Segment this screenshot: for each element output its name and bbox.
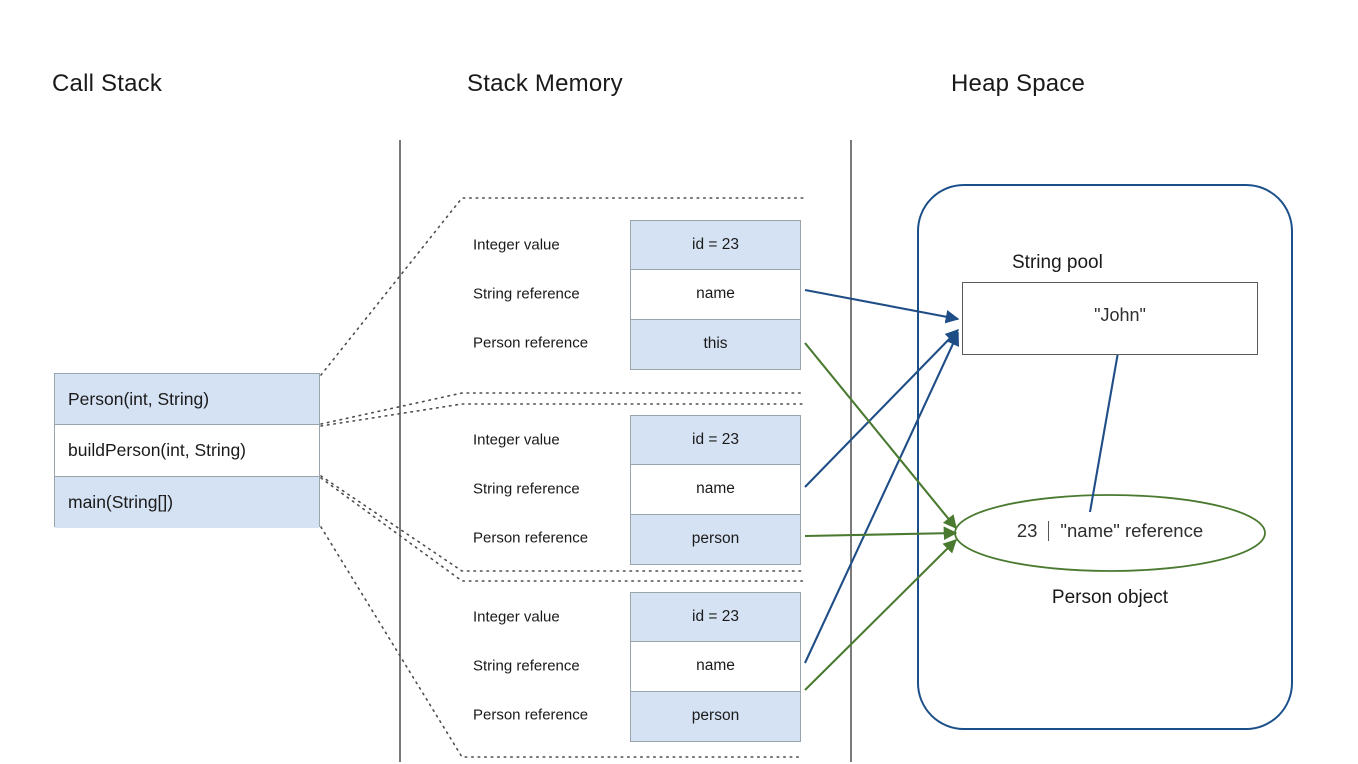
person-object-caption: Person object — [1051, 587, 1169, 608]
row-label-integer-value: Integer value — [473, 431, 560, 449]
stack-cell-column: id = 23 name person — [630, 592, 801, 742]
stack-cell-id[interactable]: id = 23 — [631, 221, 800, 271]
stack-cell-name[interactable]: name — [631, 465, 800, 515]
row-label-string-reference: String reference — [473, 657, 580, 675]
row-label-person-reference: Person reference — [473, 334, 589, 352]
stack-cell-this[interactable]: this — [631, 319, 800, 369]
row-label-integer-value: Integer value — [473, 608, 560, 626]
arrow-name-ref-frame3-to-string-pool — [804, 331, 960, 664]
stack-cell-column: id = 23 name person — [630, 415, 801, 565]
stack-cell-column: id = 23 name this — [630, 220, 801, 370]
arrow-name-ref-frame1-to-string-pool — [804, 288, 960, 324]
section-title-stack-memory: Stack Memory — [467, 70, 623, 97]
call-stack-frame-build-person[interactable]: buildPerson(int, String) — [55, 425, 319, 477]
field-separator — [1048, 521, 1050, 541]
row-label-person-reference: Person reference — [473, 706, 589, 724]
person-object-id-value: 23 — [1016, 520, 1038, 541]
stack-cell-name[interactable]: name — [631, 642, 800, 692]
stack-frame-person-constructor: Integer value String reference Person re… — [473, 220, 803, 370]
stack-cell-person[interactable]: person — [631, 514, 800, 564]
stack-cell-person[interactable]: person — [631, 691, 800, 741]
heap-container-outline — [917, 184, 1293, 730]
section-title-heap-space: Heap Space — [951, 70, 1086, 97]
stack-frame-build-person: Integer value String reference Person re… — [473, 415, 803, 565]
call-stack-box: Person(int, String) buildPerson(int, Str… — [54, 373, 320, 528]
arrow-this-ref-frame1-to-person-object — [804, 342, 957, 530]
arrow-person-object-to-string-literal — [1088, 339, 1125, 513]
row-label-person-reference: Person reference — [473, 529, 589, 547]
arrow-person-ref-frame3-to-person-object — [804, 539, 957, 691]
row-label-string-reference: String reference — [473, 285, 580, 303]
string-pool-box — [962, 282, 1258, 355]
arrow-person-ref-frame2-to-person-object — [804, 526, 958, 541]
stack-cell-name[interactable]: name — [631, 270, 800, 320]
section-title-call-stack: Call Stack — [52, 70, 163, 97]
stack-cell-id[interactable]: id = 23 — [631, 593, 800, 643]
row-label-string-reference: String reference — [473, 480, 580, 498]
person-object-fields: 23 "name" reference — [975, 520, 1245, 542]
arrow-name-ref-frame2-to-string-pool — [804, 329, 959, 488]
row-label-integer-value: Integer value — [473, 236, 560, 254]
string-pool-title: String pool — [1012, 252, 1103, 273]
call-stack-frame-main[interactable]: main(String[]) — [55, 476, 319, 528]
call-stack-frame-person[interactable]: Person(int, String) — [55, 374, 319, 426]
person-object-name-reference: "name" reference — [1060, 520, 1204, 541]
string-literal-john-label: "John" — [1094, 305, 1146, 325]
stack-cell-id[interactable]: id = 23 — [631, 416, 800, 466]
stack-frame-main: Integer value String reference Person re… — [473, 592, 803, 742]
